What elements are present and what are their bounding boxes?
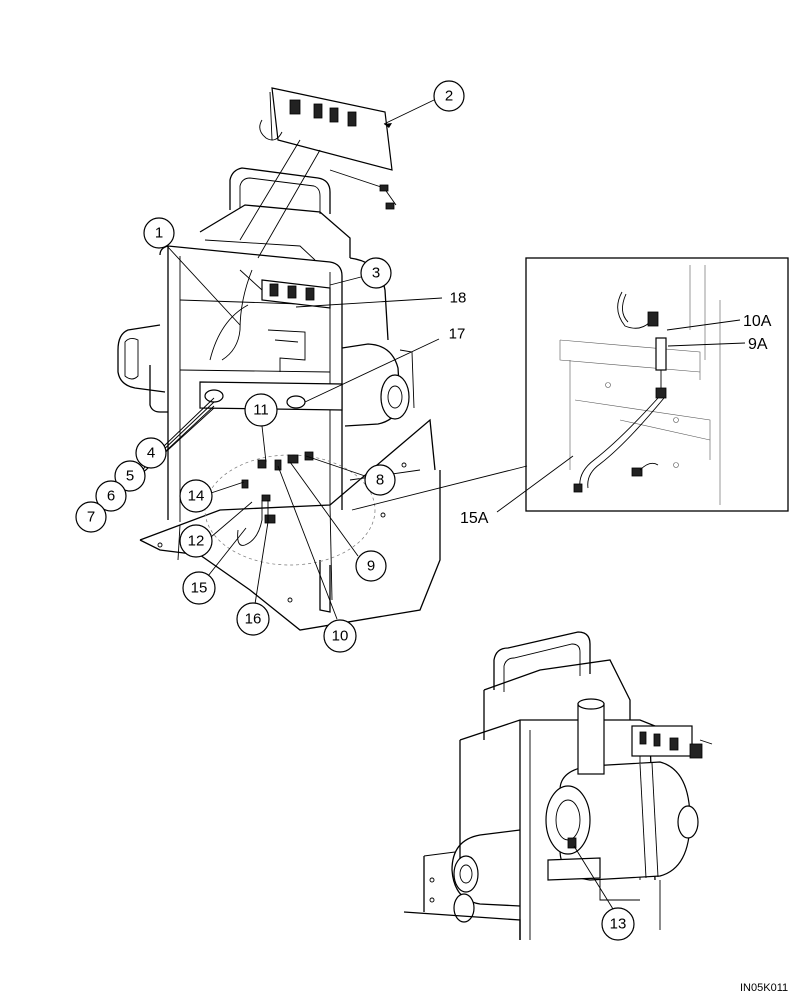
callout-label: 12 [188, 533, 205, 550]
detail-label-15a: 15A [460, 510, 489, 527]
detail-inset [525, 257, 789, 512]
main-assembly-drawing [117, 87, 441, 631]
callout-14: 14 [179, 479, 213, 513]
document-code: IN05K011 [740, 982, 788, 994]
callout-3: 3 [360, 257, 392, 289]
callout-label: 6 [107, 488, 115, 505]
callout-label: 8 [376, 472, 384, 489]
callout-5: 5 [114, 460, 146, 492]
callout-label: 13 [610, 916, 627, 933]
callout-16: 16 [236, 602, 270, 636]
callout-label: 1 [155, 225, 163, 242]
callout-label: 15 [191, 580, 208, 597]
callout-8: 8 [364, 464, 396, 496]
callout-17: 17 [449, 326, 466, 343]
callout-11: 11 [244, 393, 278, 427]
callout-9: 9 [355, 550, 387, 582]
callout-label: 17 [449, 326, 466, 343]
callout-6: 6 [95, 480, 127, 512]
callout-label: 16 [245, 611, 262, 628]
callout-1: 1 [143, 217, 175, 249]
callout-label: 3 [372, 265, 380, 282]
callout-7: 7 [75, 501, 107, 533]
callout-label: 5 [126, 468, 134, 485]
callout-label: 4 [147, 445, 155, 462]
callout-label: 11 [253, 402, 269, 419]
callout-10: 10 [323, 619, 357, 653]
callout-label: 9 [367, 558, 375, 575]
callout-4: 4 [135, 437, 167, 469]
detail-label-10a: 10A [743, 313, 772, 330]
callout-2: 2 [433, 80, 465, 112]
callout-label: 18 [450, 290, 467, 307]
callout-label: 2 [445, 88, 453, 105]
callout-12: 12 [179, 524, 213, 558]
filter-assembly-drawing [403, 631, 713, 940]
callout-13: 13 [601, 907, 635, 941]
callout-label: 10 [332, 628, 349, 645]
callout-15: 15 [182, 571, 216, 605]
callout-label: 7 [87, 509, 95, 526]
callout-18: 18 [450, 290, 467, 307]
detail-label-9a: 9A [748, 336, 768, 353]
callout-label: 14 [188, 488, 205, 505]
